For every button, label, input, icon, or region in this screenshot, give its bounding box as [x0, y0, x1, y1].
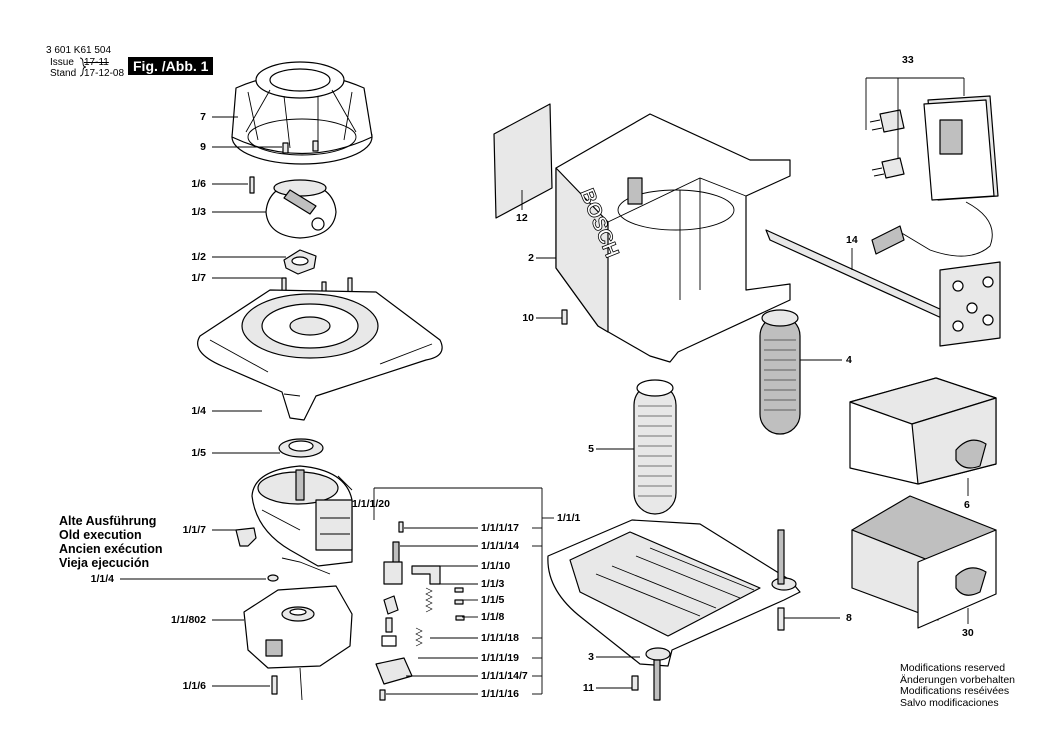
label-1-1-1-19: 1/1/1/19 [481, 652, 519, 664]
label-1-1-3: 1/1/3 [481, 578, 505, 590]
part-post [777, 529, 785, 585]
part-3-bottom-tray [547, 519, 801, 667]
label-4: 4 [846, 354, 852, 366]
part-1-1-7-bracket [235, 527, 257, 547]
label-12: 12 [516, 212, 528, 224]
part-screw-long [653, 659, 661, 701]
part-1-5-ring [278, 438, 324, 458]
label-1-7: 1/7 [191, 272, 206, 284]
part-1-1-6-screw [271, 675, 278, 695]
label-1-5: 1/5 [191, 447, 206, 459]
legacy-line-de: Alte Ausführung [59, 514, 157, 528]
label-1-1-1-17: 1/1/1/17 [481, 522, 519, 534]
label-1-1-10: 1/1/10 [481, 560, 511, 572]
part-9-screws [282, 140, 319, 154]
label-1-3: 1/3 [191, 206, 206, 218]
part-8-screw [777, 607, 785, 631]
mods-line-de: Änderungen vorbehalten [900, 673, 1016, 686]
center-small-parts [375, 521, 465, 701]
mods-line-es: Salvo modificaciones [900, 696, 999, 709]
part-5-battery [633, 379, 677, 515]
label-1-1-1-20: 1/1/1/20 [352, 498, 390, 510]
label-1-1-802: 1/1/802 [170, 614, 206, 626]
bracket-1-1-1 [373, 487, 554, 695]
label-11: 11 [582, 682, 594, 694]
part-motor-assembly [251, 465, 353, 567]
part-1-3-rotor-head [265, 179, 337, 239]
legacy-line-fr: Ancien exécution [59, 542, 163, 556]
header-brace [79, 57, 87, 77]
label-1-4: 1/4 [191, 405, 206, 417]
part-14-plate [939, 261, 1001, 347]
label-1-1-1-16: 1/1/1/16 [481, 688, 519, 700]
part-1-6-screw [249, 176, 255, 194]
label-30: 30 [962, 627, 974, 639]
stand-date: 17-12-08 [84, 68, 125, 79]
label-1-1-1-18: 1/1/1/18 [481, 632, 519, 644]
label-33: 33 [902, 54, 914, 66]
leader-lines-left [120, 116, 353, 687]
part-11-screw [631, 675, 639, 691]
label-1-1-5: 1/1/5 [481, 594, 505, 606]
part-1-4-base-plate [197, 289, 443, 421]
part-10-screw [561, 309, 568, 325]
legacy-line-en: Old execution [59, 528, 142, 542]
part-33-charger [869, 95, 999, 257]
label-3: 3 [588, 651, 594, 663]
label-1-1-6: 1/1/6 [182, 680, 206, 692]
label-9: 9 [200, 141, 206, 153]
label-1-1-8: 1/1/8 [481, 611, 505, 623]
part-number: 3 601 K61 504 [46, 45, 112, 56]
part-1-1-4-washer [267, 574, 279, 582]
label-1-2: 1/2 [191, 251, 206, 263]
label-14: 14 [846, 234, 858, 246]
label-1-1-1-14: 1/1/1/14 [481, 540, 519, 552]
label-1-1-7: 1/1/7 [182, 524, 206, 536]
legacy-line-es: Vieja ejecución [59, 556, 150, 570]
part-4-battery [759, 309, 801, 435]
part-30-battery-drawer [851, 495, 997, 629]
mods-line-fr: Modifications reséivées [900, 685, 1010, 697]
label-8: 8 [846, 612, 852, 624]
part-wire [281, 557, 331, 575]
label-1-1-1-14-7: 1/1/1/14/7 [481, 670, 528, 682]
issue-label: Issue [50, 57, 74, 68]
stand-label: Stand [50, 68, 77, 79]
legacy-execution-note: Alte Ausführung Old execution Ancien exé… [59, 514, 163, 570]
label-1-1-1: 1/1/1 [557, 512, 581, 524]
part-1-1-802-circuit-board [243, 585, 353, 701]
label-5: 5 [588, 443, 594, 455]
modifications-note: Modifications reserved Änderungen vorbeh… [900, 662, 1016, 709]
label-2: 2 [528, 252, 534, 264]
part-12-label-sheet [493, 103, 553, 219]
label-1-1-4: 1/1/4 [90, 573, 114, 585]
label-7: 7 [200, 111, 206, 123]
label-1-6: 1/6 [191, 178, 206, 190]
figure-label: Fig. /Abb. 1 [128, 57, 214, 75]
leader-lines-center [521, 190, 842, 689]
mods-line-en: Modifications reserved [900, 662, 1006, 674]
part-7-top-cover [231, 61, 373, 165]
part-2-housing [555, 113, 791, 363]
label-10: 10 [522, 312, 534, 324]
leader-33 [865, 77, 965, 158]
part-1-2-clip [283, 249, 317, 275]
issue-date: 17-11 [84, 57, 109, 68]
label-6: 6 [964, 499, 970, 511]
part-6-battery-drawer [849, 377, 997, 485]
